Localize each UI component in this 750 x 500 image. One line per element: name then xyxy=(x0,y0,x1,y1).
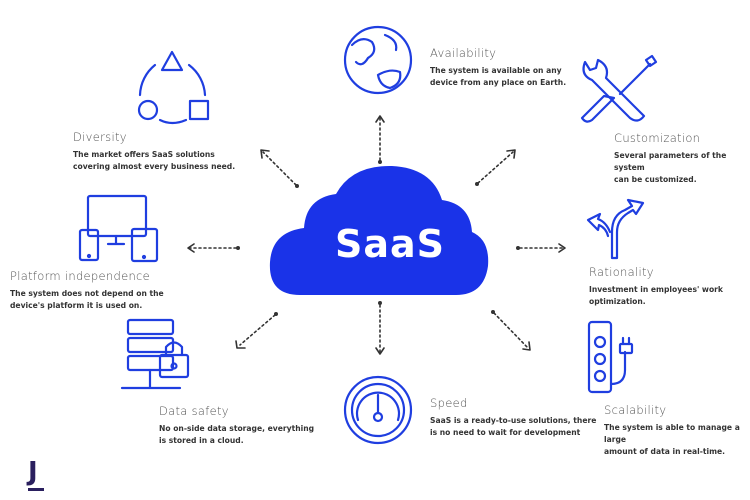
feature-rationality: Rationality Investment in employees' wor… xyxy=(589,265,723,308)
globe-icon xyxy=(343,25,413,95)
feature-desc-line: No on-side data storage, everything xyxy=(159,424,315,433)
feature-desc-line: device from any place on Earth. xyxy=(430,78,567,87)
feature-desc-line: device's platform it is used on. xyxy=(10,301,143,310)
feature-title: Scalability xyxy=(604,403,667,417)
feature-diversity: Diversity The market offers SaaS solutio… xyxy=(73,130,235,173)
feature-scalability: Scalability The system is able to manage… xyxy=(604,403,750,458)
feature-desc-line: amount of data in real-time. xyxy=(604,447,726,456)
feature-desc-line: is no need to wait for development xyxy=(430,428,581,437)
feature-desc-line: can be customized. xyxy=(614,175,697,184)
power-strip-icon xyxy=(587,320,634,394)
feature-customization: Customization Several parameters of the … xyxy=(614,131,750,186)
feature-title: Platform independence xyxy=(10,269,151,283)
feature-desc-line: is stored in a cloud. xyxy=(159,436,244,445)
feature-title: Rationality xyxy=(589,265,654,279)
brand-logo-underline xyxy=(28,488,44,491)
center-label: SaaS xyxy=(334,222,446,266)
cloud-shape xyxy=(269,165,489,295)
server-lock-icon xyxy=(120,318,190,390)
feature-desc-line: The system is able to manage a large xyxy=(604,423,740,444)
feature-title: Availability xyxy=(430,46,497,60)
tools-icon xyxy=(580,54,658,123)
feature-availability: Availability The system is available on … xyxy=(430,46,566,89)
feature-data-safety: Data safety No on-side data storage, eve… xyxy=(159,404,314,447)
arrow-heads xyxy=(187,115,566,355)
feature-desc-line: SaaS is a ready-to-use solutions, there xyxy=(430,416,597,425)
devices-icon xyxy=(78,194,159,263)
connector-arrows xyxy=(189,117,564,353)
brand-logo: J xyxy=(28,457,38,487)
feature-desc-line: Investment in employees' work xyxy=(589,285,723,294)
feature-desc-line: The system is available on any xyxy=(430,66,562,75)
feature-platform-independence: Platform independence The system does no… xyxy=(10,269,164,312)
arrow-dots xyxy=(236,160,520,316)
shapes-icon xyxy=(137,50,210,125)
feature-desc-line: optimization. xyxy=(589,297,646,306)
feature-desc-line: The market offers SaaS solutions xyxy=(73,150,215,159)
feature-desc-line: The system does not depend on the xyxy=(10,289,164,298)
split-arrow-icon xyxy=(586,198,645,260)
feature-title: Diversity xyxy=(73,130,127,144)
feature-speed: Speed SaaS is a ready-to-use solutions, … xyxy=(430,396,596,439)
feature-title: Data safety xyxy=(159,404,229,418)
feature-desc-line: covering almost every business need. xyxy=(73,162,236,171)
feature-title: Speed xyxy=(430,396,468,410)
feature-desc-line: Several parameters of the system xyxy=(614,151,727,172)
speedometer-icon xyxy=(343,375,413,445)
feature-title: Customization xyxy=(614,131,701,145)
